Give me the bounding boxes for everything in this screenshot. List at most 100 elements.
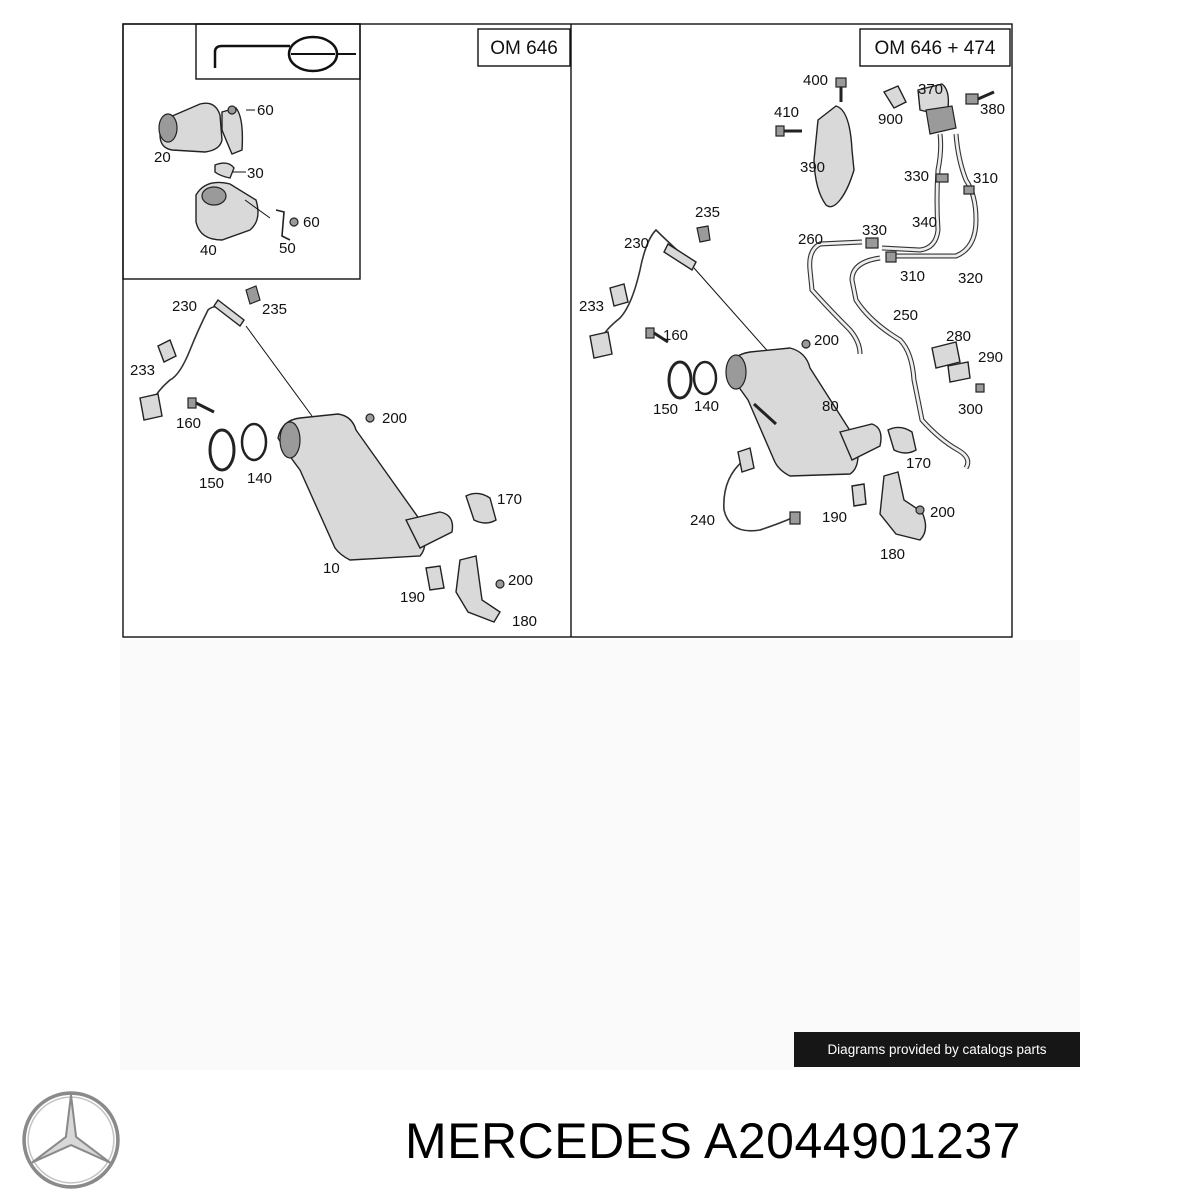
bolt-380 — [965, 93, 979, 105]
variant-box-left — [477, 28, 571, 67]
connector-233 — [139, 393, 163, 421]
callout-370: 370 — [918, 81, 943, 98]
callout-900: 900 — [878, 111, 903, 128]
clamp-150 — [208, 428, 236, 472]
leader-line — [693, 267, 773, 357]
bolt-head-160 — [645, 327, 655, 339]
nut-200 — [801, 339, 811, 349]
part-title: MERCEDES A2044901237 — [405, 1112, 1021, 1170]
callout-280: 280 — [946, 328, 971, 345]
callout-180: 180 — [512, 613, 537, 630]
nut-200b — [495, 579, 505, 589]
callout-20: 20 — [154, 149, 171, 166]
variant-label-left: OM 646 — [490, 38, 558, 59]
diagram-frame — [122, 23, 1013, 638]
callout-140: 140 — [694, 398, 719, 415]
dpf-inlet-80 — [725, 354, 747, 390]
bolt-300 — [975, 383, 985, 393]
inset-parts — [158, 102, 299, 241]
sensor-230 — [213, 298, 245, 328]
callout-235: 235 — [262, 301, 287, 318]
callout-10: 10 — [323, 560, 340, 577]
callout-200: 200 — [814, 332, 839, 349]
hose-320 — [890, 133, 979, 259]
callout-410: 410 — [774, 104, 799, 121]
sensor-235 — [696, 225, 711, 243]
pipe-250-inner — [850, 256, 970, 469]
inset-nut-60 — [227, 105, 237, 115]
callout-60: 60 — [303, 214, 320, 231]
hose-340 — [881, 133, 944, 253]
gasket-140 — [240, 422, 268, 462]
clip-330 — [935, 173, 949, 183]
dpf-outlet-10 — [404, 511, 454, 549]
callout-160: 160 — [176, 415, 201, 432]
callout-340: 340 — [912, 214, 937, 231]
temp-sensor-plug — [789, 511, 801, 525]
callout-250: 250 — [893, 307, 918, 324]
nut-200 — [365, 413, 375, 423]
bolt-410 — [775, 125, 785, 137]
callout-180: 180 — [880, 546, 905, 563]
callout-200: 200 — [382, 410, 407, 427]
callout-190: 190 — [400, 589, 425, 606]
bolt-400 — [835, 77, 847, 88]
inset-nut-60b — [289, 217, 299, 227]
plug-900 — [882, 85, 907, 109]
callout-150: 150 — [653, 401, 678, 418]
clamp-170 — [465, 492, 497, 524]
connector-233 — [589, 331, 613, 359]
callout-233: 233 — [579, 298, 604, 315]
variant-box-right — [859, 28, 1011, 67]
mercedes-star-logo — [22, 1091, 120, 1189]
callout-310: 310 — [900, 268, 925, 285]
right-parts — [589, 77, 995, 541]
left-parts — [139, 285, 505, 623]
clip-310 — [963, 185, 975, 195]
dpf-outlet-80 — [839, 423, 882, 461]
inset-bracket-50 — [275, 209, 291, 241]
inset-converter-20 — [159, 102, 223, 153]
callout-30: 30 — [247, 165, 264, 182]
callout-170: 170 — [497, 491, 522, 508]
bolt-380-shank — [977, 90, 995, 101]
callout-380: 380 — [980, 101, 1005, 118]
clamp-150 — [667, 360, 693, 400]
inset-header-frame — [195, 23, 361, 80]
callout-190: 190 — [822, 509, 847, 526]
clip-310b — [885, 251, 897, 263]
brand-name: MERCEDES — [405, 1113, 693, 1169]
callout-260: 260 — [798, 231, 823, 248]
bracket-390 — [813, 105, 855, 208]
sensor-230 — [663, 242, 697, 272]
callout-40: 40 — [200, 242, 217, 259]
callout-233: 233 — [130, 362, 155, 379]
callout-330: 330 — [862, 222, 887, 239]
pipe-260-inner — [808, 240, 863, 355]
credit-banner: Diagrams provided by catalogs parts — [794, 1032, 1080, 1067]
sensor-235 — [245, 285, 261, 305]
diagram-background — [120, 640, 1080, 1070]
sensor-wire-230 — [601, 228, 691, 339]
variant-label-right: OM 646 + 474 — [875, 38, 996, 59]
inset-clamp-30 — [214, 162, 235, 179]
bolt-shank-160 — [653, 331, 669, 344]
callout-50: 50 — [279, 240, 296, 257]
callout-330: 330 — [904, 168, 929, 185]
nut-200b — [915, 505, 925, 515]
clamp-170 — [887, 426, 917, 454]
clip-190 — [851, 483, 867, 507]
bolt-head-160 — [187, 397, 197, 409]
bracket-180 — [455, 555, 501, 623]
pressure-sensor-body — [925, 105, 957, 135]
callout-160: 160 — [663, 327, 688, 344]
callout-240: 240 — [690, 512, 715, 529]
bolt-shank-160 — [195, 401, 215, 414]
clip-233 — [609, 283, 629, 307]
callout-310: 310 — [973, 170, 998, 187]
callout-140: 140 — [247, 470, 272, 487]
callout-230: 230 — [624, 235, 649, 252]
callout-60: 60 — [257, 102, 274, 119]
inset-pipe-icon — [213, 44, 290, 68]
bracket-280 — [931, 341, 961, 369]
